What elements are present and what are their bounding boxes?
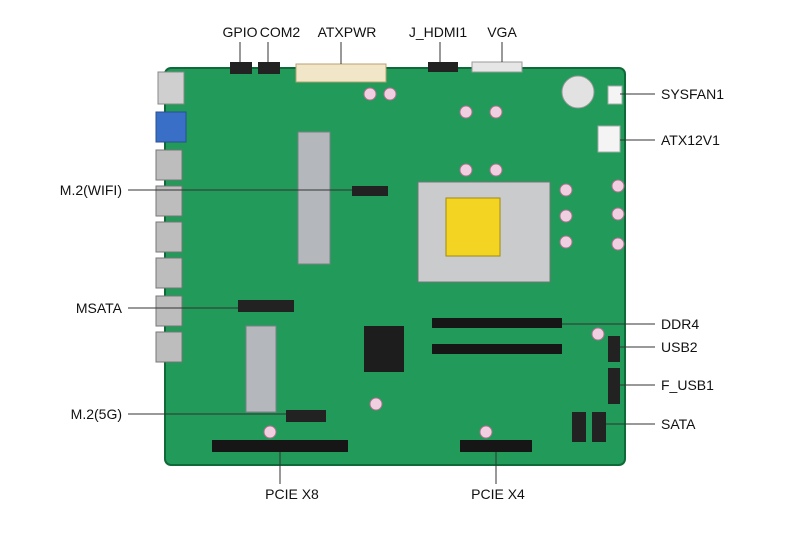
label-f-usb1: F_USB1 <box>661 377 714 393</box>
label-gpio: GPIO <box>222 24 258 40</box>
pcie-x8-slot <box>212 440 348 452</box>
gpio-header <box>230 62 252 74</box>
com2-header <box>258 62 280 74</box>
leader-lines <box>128 42 655 484</box>
pcie-x4-slot <box>460 440 532 452</box>
label-pcie-x8: PCIE X8 <box>265 486 319 502</box>
label-usb2: USB2 <box>661 339 698 355</box>
label-m2-5g: M.2(5G) <box>70 406 122 422</box>
label-m2-wifi: M.2(WIFI) <box>59 182 122 198</box>
ddr4-slot-1 <box>432 318 562 328</box>
label-com2: COM2 <box>259 24 301 40</box>
label-atx12v1: ATX12V1 <box>661 132 720 148</box>
usb2-header <box>608 336 620 362</box>
rear-io-ports <box>155 71 187 363</box>
heatsink-small <box>245 325 277 413</box>
f-usb1-header <box>608 368 620 404</box>
label-pcie-x4: PCIE X4 <box>471 486 525 502</box>
ddr4-slot-2 <box>432 344 562 354</box>
label-vga: VGA <box>487 24 517 40</box>
heatsink-large <box>297 131 331 265</box>
label-ddr4: DDR4 <box>661 316 700 332</box>
sysfan-connector <box>607 85 623 105</box>
capacitors <box>263 87 625 439</box>
label-sata: SATA <box>661 416 696 432</box>
msata-slot <box>238 300 294 312</box>
cmos-battery <box>561 75 595 109</box>
label-j-hdmi1: J_HDMI1 <box>408 24 468 40</box>
pcb-board <box>165 68 625 465</box>
atx12v-connector <box>597 125 621 153</box>
sata-port-2 <box>592 412 606 442</box>
label-atxpwr: ATXPWR <box>317 24 377 40</box>
chipset-heatsink <box>364 326 404 372</box>
m2-5g-slot <box>286 410 326 422</box>
atxpwr-connector <box>295 63 387 83</box>
hdmi-header <box>428 62 458 72</box>
sata-port-1 <box>572 412 586 442</box>
vga-header <box>471 61 523 73</box>
m2-wifi-slot <box>352 186 388 196</box>
label-sysfan1: SYSFAN1 <box>661 86 725 102</box>
label-msata: MSATA <box>75 300 122 316</box>
